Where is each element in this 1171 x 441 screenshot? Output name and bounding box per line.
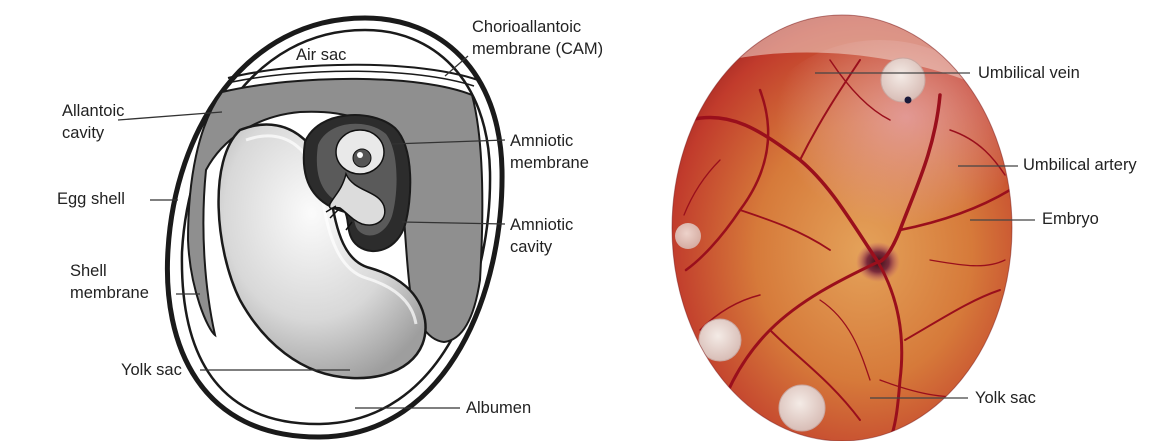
marker-disc-bottom	[779, 385, 825, 431]
label-umbilical-artery: Umbilical artery	[1023, 154, 1137, 176]
label-yolk-sac-right: Yolk sac	[975, 387, 1036, 409]
label-egg-shell: Egg shell	[57, 188, 125, 210]
label-allantoic-cavity: Allantoic cavity	[62, 100, 142, 144]
label-shell-membrane: Shell membrane	[70, 260, 160, 304]
label-albumen: Albumen	[466, 397, 531, 419]
egg-diagram	[167, 18, 502, 437]
label-air-sac: Air sac	[296, 44, 346, 66]
label-amniotic-membrane: Amniotic membrane	[510, 130, 610, 174]
label-umbilical-vein: Umbilical vein	[978, 62, 1080, 84]
marker-disc-left	[675, 223, 701, 249]
label-embryo: Embryo	[1042, 208, 1099, 230]
label-yolk-sac-left: Yolk sac	[121, 359, 182, 381]
marker-disc-top	[881, 58, 925, 102]
label-amniotic-cavity: Amniotic cavity	[510, 214, 600, 258]
egg-photo	[660, 6, 1030, 441]
label-cam: Chorioallantoic membrane (CAM)	[472, 16, 647, 60]
